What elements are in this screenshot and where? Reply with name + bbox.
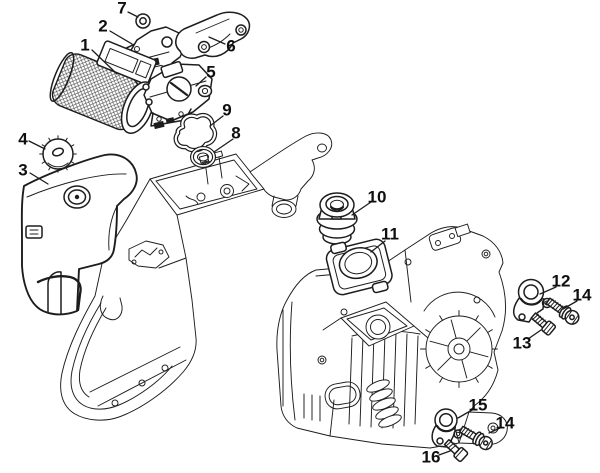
part-14-screw-with-washer-upper — [545, 297, 580, 325]
part-label-filter-base: 2 — [98, 16, 108, 36]
part-label-shroud-cover: 3 — [18, 160, 28, 180]
leader-line-socket-screw-lower — [438, 450, 451, 456]
leader-line-seal-ring — [213, 138, 234, 153]
part-4-twist-lock-knob — [39, 135, 77, 173]
part-11-flange-plate — [325, 238, 393, 296]
leader-line-collar-nut — [127, 11, 139, 18]
leader-line-shroud-cover — [29, 172, 49, 185]
part-label-screw-with-washer-lower: 14 — [495, 413, 515, 433]
leader-line-screw-with-washer-upper — [562, 300, 578, 310]
part-label-gasket: 9 — [222, 100, 232, 120]
part-10-intake-boot — [316, 192, 358, 245]
part-label-intake-elbow: 6 — [226, 36, 236, 56]
part-3-shroud-cover — [20, 153, 138, 316]
leader-lines — [28, 11, 578, 456]
part-16-socket-screw-lower — [443, 438, 469, 463]
part-label-flange-plate: 11 — [381, 224, 399, 244]
leader-line-filter-base — [109, 30, 133, 45]
leader-line-socket-screw-upper — [527, 329, 542, 340]
part-14-screw-with-washer-lower — [458, 425, 493, 451]
leader-line-air-filter — [91, 49, 118, 75]
leader-line-annular-buffer-lower — [457, 409, 473, 419]
leader-line-annular-buffer-upper — [539, 286, 557, 295]
tank-housing-frame — [45, 132, 333, 421]
part-label-annular-buffer-upper: 12 — [551, 271, 571, 291]
leader-line-gasket — [209, 115, 224, 127]
part-label-annular-buffer-lower: 15 — [468, 395, 488, 415]
part-label-intake-boot: 10 — [367, 187, 387, 207]
part-5-carburetor — [142, 60, 213, 130]
part-9-gasket — [173, 112, 218, 153]
leader-line-twist-lock-knob — [28, 140, 46, 150]
leader-line-flange-plate — [370, 240, 386, 253]
part-label-collar-nut: 7 — [117, 0, 127, 18]
part-label-air-filter: 1 — [80, 35, 90, 55]
part-13-socket-screw-upper — [530, 312, 557, 336]
part-label-socket-screw-upper: 13 — [512, 333, 532, 353]
leader-line-intake-boot — [351, 201, 372, 216]
part-6-intake-elbow — [175, 11, 251, 59]
leader-line-intake-elbow — [208, 36, 226, 45]
part-label-socket-screw-lower: 16 — [421, 447, 441, 467]
part-label-seal-ring: 8 — [231, 123, 241, 143]
part-label-twist-lock-knob: 4 — [18, 129, 28, 149]
leader-line-carburetor — [195, 76, 207, 87]
part-8-seal-ring — [190, 146, 216, 168]
part-label-carburetor: 5 — [206, 62, 216, 82]
part-label-screw-with-washer-upper: 14 — [572, 285, 592, 305]
part-7-collar-nut — [135, 13, 151, 29]
leader-line-screw-with-washer-lower — [488, 427, 501, 434]
